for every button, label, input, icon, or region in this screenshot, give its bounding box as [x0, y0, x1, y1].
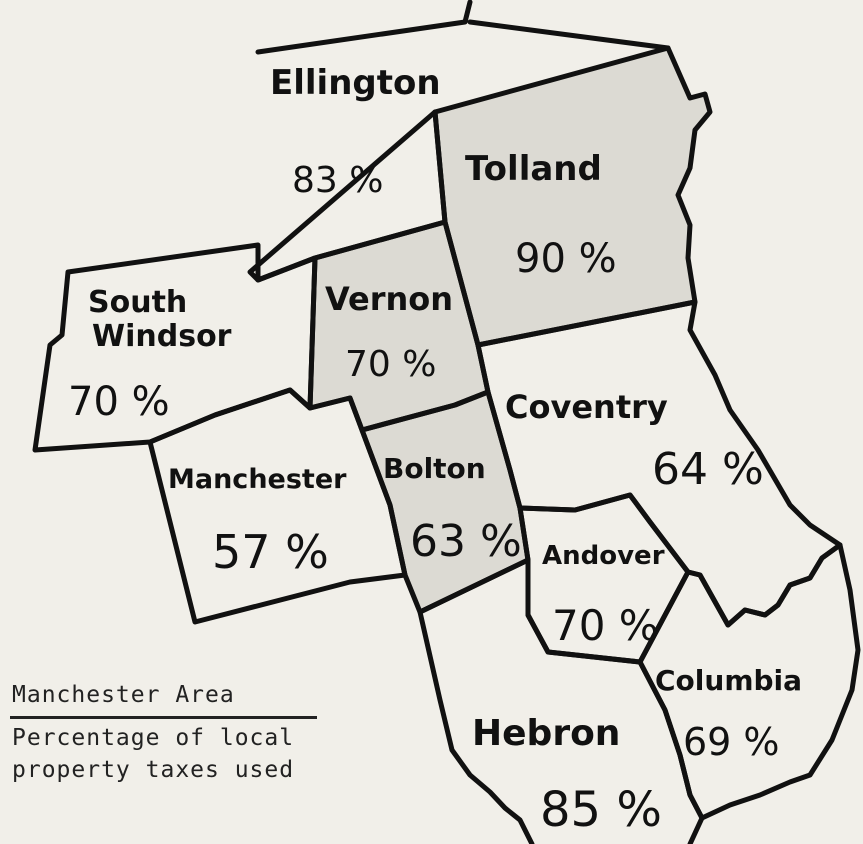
- south-windsor-pct: 70 %: [68, 379, 170, 425]
- tolland-pct: 90 %: [515, 236, 617, 282]
- andover-name: Andover: [542, 541, 665, 571]
- vernon-shading: [310, 222, 488, 430]
- bolton-name: Bolton: [383, 452, 486, 485]
- columbia-name: Columbia: [655, 664, 802, 697]
- map-legend: Manchester Area Percentage of local prop…: [10, 682, 340, 783]
- hebron-border: [417, 557, 705, 844]
- ellington-pct: 83 %: [292, 160, 383, 201]
- legend-line-1: Percentage of local: [12, 725, 295, 751]
- hebron-name: Hebron: [472, 713, 620, 754]
- ellington-name: Ellington: [270, 63, 441, 103]
- manchester-name: Manchester: [168, 464, 347, 495]
- manchester-pct: 57 %: [212, 525, 329, 579]
- tolland-shading: [435, 48, 710, 345]
- vernon-name: Vernon: [325, 280, 453, 318]
- legend-line-2: property taxes used: [12, 757, 295, 783]
- hebron-pct: 85 %: [540, 782, 662, 838]
- bolton-pct: 63 %: [410, 516, 522, 567]
- coventry-pct: 64 %: [652, 444, 764, 495]
- tolland-name: Tolland: [465, 149, 602, 189]
- south-windsor-name-1: South: [88, 285, 187, 320]
- andover-pct: 70 %: [552, 601, 659, 650]
- columbia-pct: 69 %: [683, 720, 780, 764]
- legend-title: Manchester Area: [10, 682, 317, 719]
- south-windsor-name-2: Windsor: [92, 319, 232, 354]
- coventry-name: Coventry: [505, 388, 668, 426]
- vernon-pct: 70 %: [345, 344, 436, 385]
